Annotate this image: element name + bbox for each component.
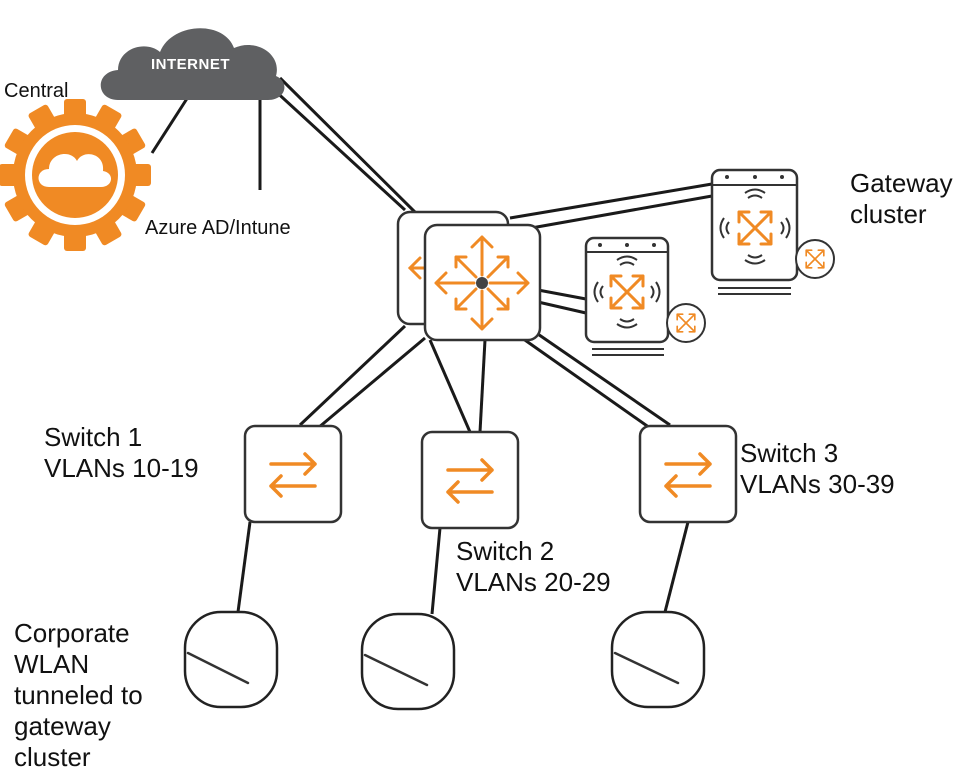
link-internet-core-a xyxy=(270,86,407,212)
link-core-gw1-b xyxy=(537,300,587,315)
wlan-line4: gateway xyxy=(14,711,111,741)
access-point-icon xyxy=(360,612,456,711)
link-internet-core-b xyxy=(278,76,430,227)
link-core-sw2-a xyxy=(428,339,472,433)
gateway-cluster-label: Gateway cluster xyxy=(850,168,953,230)
wlan-line5: cluster xyxy=(14,742,91,772)
link-core-gw2-a xyxy=(509,182,713,220)
switch2-vlans: VLANs 20-29 xyxy=(456,567,611,597)
switch3-label: Switch 3 VLANs 30-39 xyxy=(740,438,895,500)
link-central-internet xyxy=(150,96,190,154)
access-switch-icon xyxy=(638,424,738,524)
link-sw1-ap1 xyxy=(236,521,252,613)
link-core-gw2-b xyxy=(519,194,713,232)
gateway-cluster-line1: Gateway xyxy=(850,168,953,198)
switch1-label: Switch 1 VLANs 10-19 xyxy=(44,422,199,484)
corporate-wlan-label: Corporate WLAN tunneled to gateway clust… xyxy=(14,618,143,773)
wlan-line2: WLAN xyxy=(14,649,90,679)
link-core-sw3-b xyxy=(531,328,671,427)
links xyxy=(150,76,713,615)
switch3-vlans: VLANs 30-39 xyxy=(740,469,895,499)
link-core-sw2-b xyxy=(478,339,487,433)
wlan-line3: tunneled to xyxy=(14,680,143,710)
link-sw2-ap2 xyxy=(430,527,442,615)
link-sw3-ap3 xyxy=(663,521,690,613)
wlan-line1: Corporate xyxy=(14,618,130,648)
gateway-icon xyxy=(584,236,706,356)
link-core-sw1-b xyxy=(317,336,426,430)
link-core-gw1-a xyxy=(537,288,587,301)
access-point-icon xyxy=(610,610,706,709)
central-label: Central xyxy=(4,80,69,102)
access-point-icon xyxy=(183,610,279,709)
switch2-label: Switch 2 VLANs 20-29 xyxy=(456,536,611,598)
internet-label: INTERNET xyxy=(151,56,230,73)
switch3-name: Switch 3 xyxy=(740,438,839,468)
gateway-icon xyxy=(710,168,835,295)
cloud-icon xyxy=(100,28,285,100)
gateway-cluster-line2: cluster xyxy=(850,199,927,229)
access-switch-icon xyxy=(243,424,343,524)
azure-label: Azure AD/Intune xyxy=(145,217,291,239)
central-gear-icon xyxy=(0,99,151,251)
switch1-name: Switch 1 xyxy=(44,422,143,452)
core-switch-icon xyxy=(396,210,542,342)
switch2-name: Switch 2 xyxy=(456,536,555,566)
link-core-sw3-a xyxy=(521,336,651,430)
link-core-sw1-a xyxy=(298,324,407,427)
switch1-vlans: VLANs 10-19 xyxy=(44,453,199,483)
access-switch-icon xyxy=(420,430,520,530)
